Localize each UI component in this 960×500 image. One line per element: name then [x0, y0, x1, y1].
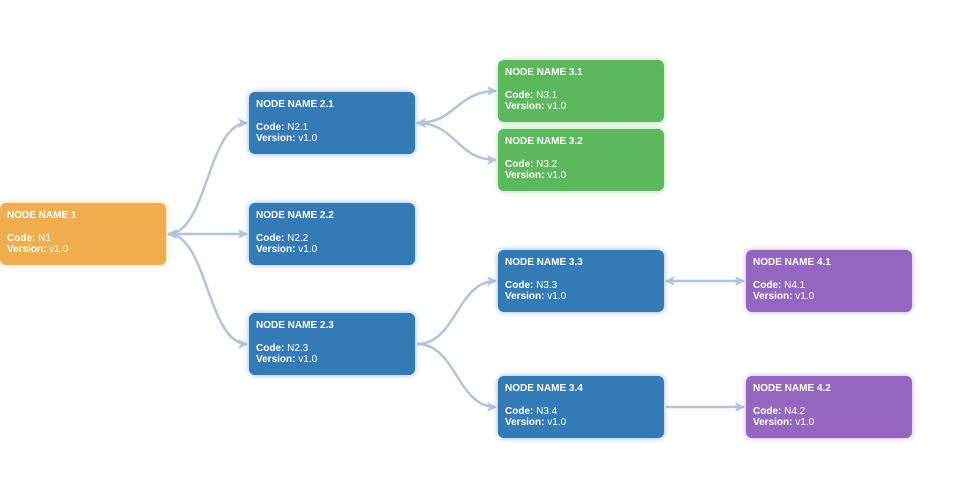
code-label: Code: — [753, 406, 782, 417]
node-title: NODE NAME 1 — [7, 210, 77, 221]
node-code: Code: N4.1 — [753, 280, 905, 291]
version-label: Version: — [505, 101, 545, 112]
edge-n23-n34 — [416, 342, 497, 412]
node-version: Version: v1.0 — [505, 291, 657, 302]
node-2-3[interactable]: NODE NAME 2.3 Code: N2.3 Version: v1.0 — [249, 313, 415, 375]
code-label: Code: — [256, 233, 285, 244]
code-label: Code: — [256, 343, 285, 354]
node-4-2[interactable]: NODE NAME 4.2 Code: N4.2 Version: v1.0 — [746, 376, 912, 438]
version-label: Version: — [753, 417, 793, 428]
node-code: Code: N2.1 — [256, 122, 408, 133]
node-title: NODE NAME 2.1 — [256, 99, 334, 110]
node-version: Version: v1.0 — [505, 417, 657, 428]
edge-n23-n33 — [416, 276, 497, 346]
version-value: v1.0 — [49, 244, 69, 255]
node-1[interactable]: NODE NAME 1 Code: N1 Version: v1.0 — [0, 203, 166, 265]
node-title: NODE NAME 4.2 — [753, 383, 831, 394]
code-value: N3.2 — [536, 159, 558, 170]
node-version: Version: v1.0 — [256, 244, 408, 255]
version-value: v1.0 — [547, 417, 567, 428]
node-title: NODE NAME 3.3 — [505, 257, 583, 268]
node-2-2[interactable]: NODE NAME 2.2 Code: N2.2 Version: v1.0 — [249, 203, 415, 265]
node-title: NODE NAME 2.2 — [256, 210, 334, 221]
version-label: Version: — [256, 133, 296, 144]
node-code: Code: N3.4 — [505, 406, 657, 417]
edge-n21-n31 — [416, 86, 497, 128]
code-value: N3.1 — [536, 90, 558, 101]
version-value: v1.0 — [298, 354, 318, 365]
version-value: v1.0 — [795, 291, 815, 302]
node-version: Version: v1.0 — [753, 417, 905, 428]
version-label: Version: — [256, 354, 296, 365]
code-label: Code: — [256, 122, 285, 133]
version-label: Version: — [256, 244, 296, 255]
code-label: Code: — [753, 280, 782, 291]
node-title: NODE NAME 4.1 — [753, 257, 831, 268]
edge-n21-n32 — [416, 118, 497, 165]
node-version: Version: v1.0 — [505, 101, 657, 112]
code-value: N1 — [38, 233, 51, 244]
version-value: v1.0 — [547, 101, 567, 112]
code-label: Code: — [7, 233, 36, 244]
edge-n1-n23 — [167, 229, 248, 349]
node-title: NODE NAME 2.3 — [256, 320, 334, 331]
node-code: Code: N4.2 — [753, 406, 905, 417]
code-label: Code: — [505, 159, 534, 170]
node-title: NODE NAME 3.2 — [505, 136, 583, 147]
version-label: Version: — [505, 170, 545, 181]
version-label: Version: — [753, 291, 793, 302]
node-version: Version: v1.0 — [7, 244, 159, 255]
edge-n1-n21 — [167, 118, 248, 239]
version-label: Version: — [505, 291, 545, 302]
node-code: Code: N2.3 — [256, 343, 408, 354]
node-code: Code: N3.3 — [505, 280, 657, 291]
node-3-3[interactable]: NODE NAME 3.3 Code: N3.3 Version: v1.0 — [498, 250, 664, 312]
version-label: Version: — [505, 417, 545, 428]
node-code: Code: N3.1 — [505, 90, 657, 101]
node-3-2[interactable]: NODE NAME 3.2 Code: N3.2 Version: v1.0 — [498, 129, 664, 191]
node-code: Code: N3.2 — [505, 159, 657, 170]
version-value: v1.0 — [298, 133, 318, 144]
node-version: Version: v1.0 — [256, 133, 408, 144]
code-label: Code: — [505, 406, 534, 417]
version-value: v1.0 — [547, 170, 567, 181]
version-value: v1.0 — [795, 417, 815, 428]
code-label: Code: — [505, 90, 534, 101]
node-3-4[interactable]: NODE NAME 3.4 Code: N3.4 Version: v1.0 — [498, 376, 664, 438]
node-2-1[interactable]: NODE NAME 2.1 Code: N2.1 Version: v1.0 — [249, 92, 415, 154]
code-label: Code: — [505, 280, 534, 291]
node-title: NODE NAME 3.1 — [505, 67, 583, 78]
node-version: Version: v1.0 — [256, 354, 408, 365]
node-version: Version: v1.0 — [505, 170, 657, 181]
code-value: N2.2 — [287, 233, 309, 244]
version-label: Version: — [7, 244, 47, 255]
node-3-1[interactable]: NODE NAME 3.1 Code: N3.1 Version: v1.0 — [498, 60, 664, 122]
code-value: N3.3 — [536, 280, 558, 291]
node-version: Version: v1.0 — [753, 291, 905, 302]
node-title: NODE NAME 3.4 — [505, 383, 583, 394]
code-value: N2.3 — [287, 343, 309, 354]
code-value: N2.1 — [287, 122, 309, 133]
code-value: N4.1 — [784, 280, 806, 291]
version-value: v1.0 — [547, 291, 567, 302]
code-value: N3.4 — [536, 406, 558, 417]
node-code: Code: N2.2 — [256, 233, 408, 244]
code-value: N4.2 — [784, 406, 806, 417]
node-4-1[interactable]: NODE NAME 4.1 Code: N4.1 Version: v1.0 — [746, 250, 912, 312]
node-code: Code: N1 — [7, 233, 159, 244]
version-value: v1.0 — [298, 244, 318, 255]
